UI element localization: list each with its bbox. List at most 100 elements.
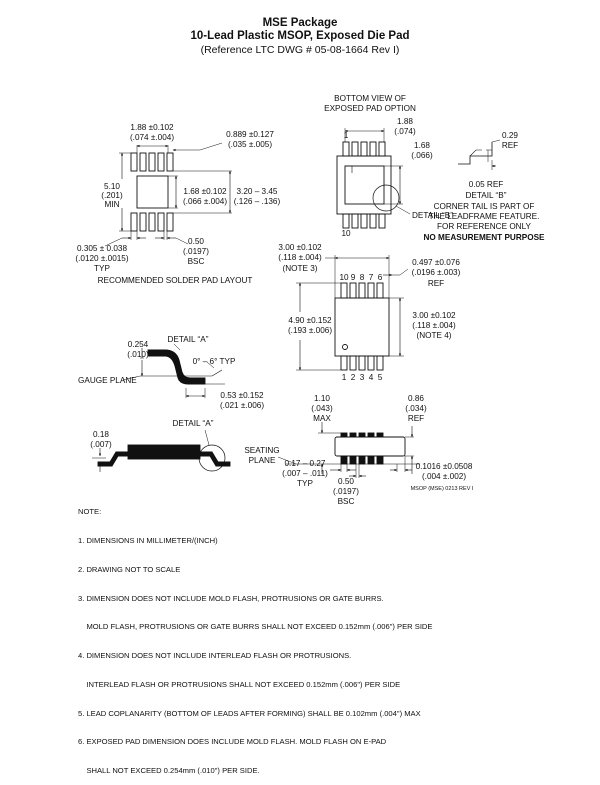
pin-label: 6 (378, 273, 383, 282)
side-right-ref-label: REF (408, 414, 424, 423)
solder-pads-top (130, 152, 174, 172)
detail-a-lead (147, 349, 206, 385)
top-view-height-dim-in: (.193 ±.006) (288, 326, 332, 335)
bottom-view-caption-1: BOTTOM VIEW OF (334, 94, 406, 103)
seating-plane-label-2: PLANE (249, 456, 276, 465)
solder-pad-layout (104, 142, 232, 247)
solder-height-dim: 5.10 (104, 182, 120, 191)
top-view-width-dim: 3.00 ±0.102 (278, 243, 322, 252)
solder-pads-bottom (130, 212, 174, 232)
solder-edge-dim: 0.889 ±0.127 (226, 130, 274, 139)
side-right-max-label: MAX (313, 414, 331, 423)
solder-pad-dim-in: (.066 ±.004) (183, 197, 227, 206)
side-view-right-leads (340, 432, 384, 465)
side-left-detail-a: DETAIL “A” (173, 419, 214, 428)
side-right-ref: 0.86 (408, 394, 424, 403)
solder-edge-dim-in: (.035 ±.005) (228, 140, 272, 149)
solder-width-dim-in: (.0120 ±.0015) (75, 254, 128, 263)
solder-height-min: MIN (104, 200, 119, 209)
solder-pitch-dim-in: (.074 ±.004) (130, 133, 174, 142)
side-right-lead-dim-in: (.007 – .011) (282, 469, 328, 478)
side-right-bsc: 0.50 (338, 477, 354, 486)
detail-b-inset (458, 139, 501, 170)
side-right-max: 1.10 (314, 394, 330, 403)
pin-label: 1 (342, 373, 347, 382)
side-right-lead-dim: 0.17 – 0.27 (285, 459, 326, 468)
detail-a-dim-in: (.010) (127, 350, 149, 359)
side-view-left-body (127, 444, 201, 460)
detail-a-circle (198, 444, 226, 472)
pin-label: 9 (351, 273, 356, 282)
side-view-left (92, 429, 231, 472)
solder-body-dim-in: (.126 – .136) (234, 197, 281, 206)
note-line: 4. DIMENSION DOES NOT INCLUDE INTERLEAD … (78, 651, 352, 661)
top-view-lead-dim: 0.497 ±0.076 (412, 258, 460, 267)
package-title: MSE Package (262, 17, 338, 29)
pin-label: 3 (360, 373, 365, 382)
top-view-body-dim-in: (.118 ±.004) (412, 321, 456, 330)
bottom-view-dim-b: 1.68 (414, 141, 430, 150)
gauge-plane-label: GAUGE PLANE (78, 376, 137, 385)
top-view-body (334, 297, 390, 357)
side-left-dim-in: (.007) (90, 440, 112, 449)
bottom-view-detail-b: DETAIL “B” (412, 211, 453, 220)
detail-b-ref-2: 0.05 REF (469, 180, 504, 189)
detail-b-title: DETAIL “B” (466, 191, 507, 200)
top-view-note-4: (NOTE 4) (416, 331, 451, 340)
top-view-width-dim-in: (.118 ±.004) (278, 253, 322, 262)
drawing-canvas: 1.88 ±0.102 (.074 ±.004) 0.889 ±0.127 (.… (75, 94, 545, 506)
pin-label: 7 (369, 273, 374, 282)
bottom-view-dim-b-in: (.066) (411, 151, 433, 160)
side-right-standoff-in: (.004 ±.002) (422, 472, 466, 481)
side-right-max-in: (.043) (311, 404, 333, 413)
side-right-standoff: 0.1016 ±0.0508 (416, 462, 473, 471)
corner-note-2: THE LEADFRAME FEATURE. (429, 212, 540, 221)
top-view (296, 255, 409, 371)
side-right-ref-in: (.034) (405, 404, 427, 413)
corner-note-1: CORNER TAIL IS PART OF (434, 202, 535, 211)
note-line: 5. LEAD COPLANARITY (BOTTOM OF LEADS AFT… (78, 708, 421, 718)
note-line: 1. DIMENSIONS IN MILLIMETER/(INCH) (78, 535, 218, 545)
detail-a-view (122, 343, 225, 398)
pin-label: 4 (369, 373, 374, 382)
top-view-top-pin-labels: 10 9 8 7 6 (339, 273, 382, 282)
top-view-top-leads (340, 282, 384, 299)
bottom-view-pin-10: 10 (341, 229, 351, 238)
note-line: 3. DIMENSION DOES NOT INCLUDE MOLD FLASH… (78, 593, 384, 603)
bottom-view-dim-a-in: (.074) (394, 127, 416, 136)
package-reference: (Reference LTC DWG # 05-08-1664 Rev I) (200, 44, 400, 56)
solder-width-typ: TYP (94, 264, 110, 273)
notes-block: NOTE: 1. DIMENSIONS IN MILLIMETER/(INCH)… (78, 488, 432, 785)
solder-pad-center (136, 175, 169, 209)
bottom-view-exposed-pad (344, 165, 385, 205)
package-subtitle: 10-Lead Plastic MSOP, Exposed Die Pad (190, 30, 410, 42)
note-line: MOLD FLASH, PROTRUSIONS OR GATE BURRS SH… (78, 622, 433, 632)
bottom-view-pin-1: 1 (344, 131, 349, 140)
note-line: INTERLEAD FLASH OR PROTRUSIONS SHALL NOT… (78, 679, 401, 689)
detail-a-foot-dim-in: (.021 ±.006) (220, 401, 264, 410)
detail-b-ref-value: 0.29 (502, 131, 518, 140)
bottom-view-dim-a: 1.88 (397, 117, 413, 126)
side-left-dim: 0.18 (93, 430, 109, 439)
corner-note-3: FOR REFERENCE ONLY (437, 222, 532, 231)
pin-label: 2 (351, 373, 356, 382)
solder-bsc-dim: 0.50 (188, 237, 204, 246)
top-view-lead-ref: REF (428, 279, 444, 288)
note-line: 6. EXPOSED PAD DIMENSION DOES INCLUDE MO… (78, 737, 387, 747)
solder-bsc-dim-in: (.0197) (183, 247, 209, 256)
solder-bsc-label: BSC (188, 257, 205, 266)
bottom-view-bottom-leads (342, 213, 386, 229)
top-view-height-dim: 4.90 ±0.152 (288, 316, 332, 325)
corner-note-4: NO MEASUREMENT PURPOSE (423, 233, 545, 242)
bottom-view-top-leads (342, 141, 386, 157)
detail-a-dim: 0.254 (128, 340, 149, 349)
drawing-code: MSOP (MSE) 0213 REV I (411, 486, 474, 492)
side-right-lead-typ: TYP (297, 479, 313, 488)
top-view-bottom-pin-labels: 1 2 3 4 5 (342, 373, 383, 382)
top-view-body-dim: 3.00 ±0.102 (412, 311, 456, 320)
note-line: 2. DRAWING NOT TO SCALE (78, 564, 181, 574)
solder-height-dim-in: (.201) (101, 191, 123, 200)
solder-body-dim: 3.20 – 3.45 (237, 187, 278, 196)
note-line: SHALL NOT EXCEED 0.254mm (.010") PER SID… (78, 766, 260, 776)
top-view-note-3: (NOTE 3) (282, 264, 317, 273)
